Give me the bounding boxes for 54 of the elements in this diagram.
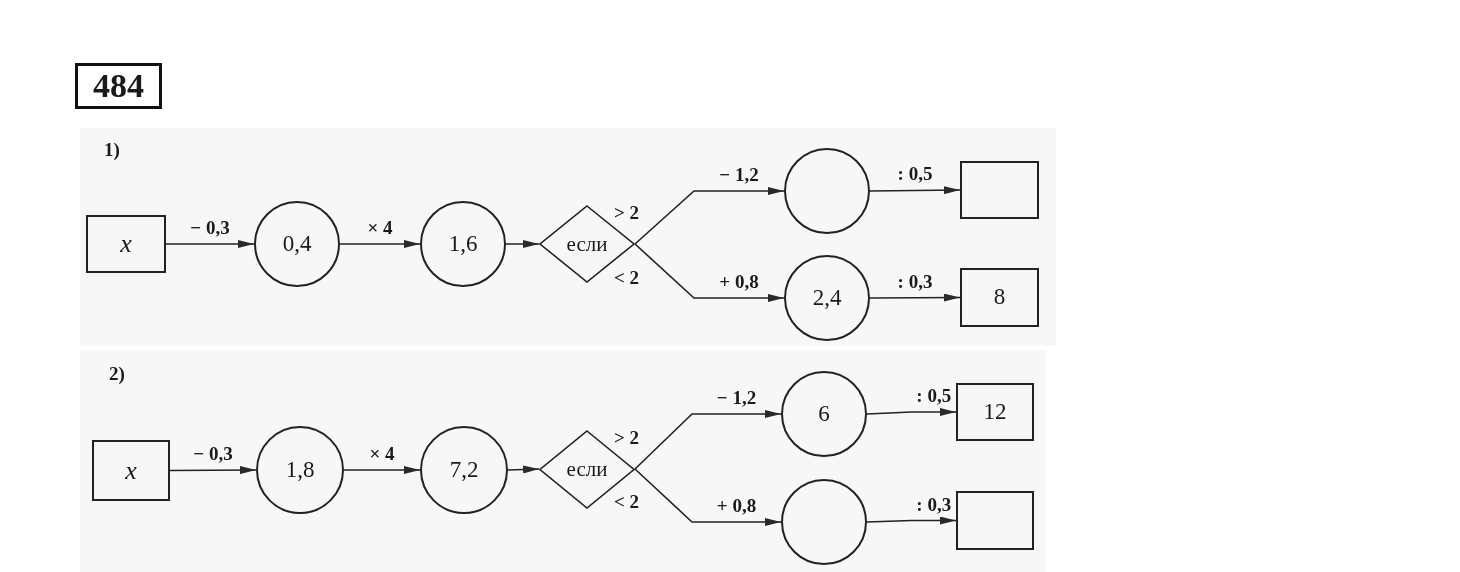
value-box <box>86 215 166 273</box>
arrow <box>339 240 421 248</box>
arrow <box>505 240 540 248</box>
value-circle <box>784 255 870 341</box>
node-value: 2,4 <box>812 285 842 311</box>
operation-label: + 0,8 <box>717 272 761 292</box>
value-circle <box>420 201 506 287</box>
node-value: 7,2 <box>449 457 479 483</box>
value-box <box>960 161 1039 219</box>
arrow <box>866 408 957 416</box>
node-value: 1,6 <box>448 231 478 257</box>
operation-label: : 0,5 <box>914 386 954 406</box>
value-circle <box>784 148 870 234</box>
operation-label: − 1,2 <box>714 388 759 408</box>
operation-label: − 1,2 <box>717 165 761 185</box>
operation-label: − 0,3 <box>188 218 232 238</box>
part-number: 2) <box>109 364 125 384</box>
value-circle <box>254 201 340 287</box>
arrow <box>634 410 782 470</box>
operation-label: + 0,8 <box>714 496 759 516</box>
arrow <box>869 186 961 195</box>
operation-label: − 0,3 <box>191 444 235 464</box>
value-box <box>956 491 1034 550</box>
value-box <box>956 383 1034 441</box>
arrow <box>165 240 255 248</box>
condition-text: если <box>566 457 608 480</box>
part-number: 1) <box>104 140 120 160</box>
arrow <box>634 187 785 245</box>
node-value: 6 <box>818 401 830 427</box>
arrow <box>169 466 257 475</box>
condition-label: < 2 <box>614 492 640 512</box>
value-circle <box>781 371 867 457</box>
exercise-number: 484 <box>75 63 162 109</box>
node-value: 1,8 <box>285 457 315 483</box>
arrow <box>507 465 540 474</box>
arrow <box>866 516 957 525</box>
arrow <box>634 468 782 526</box>
value-circle <box>256 426 344 514</box>
node-value: 12 <box>983 399 1007 425</box>
value-box <box>960 268 1039 327</box>
value-circle <box>420 426 508 514</box>
arrow <box>634 243 785 302</box>
value-box <box>92 440 170 501</box>
variable-name: x <box>120 230 132 258</box>
condition-label: > 2 <box>614 428 640 448</box>
variable-name: x <box>125 456 137 485</box>
value-circle <box>781 479 867 565</box>
condition-label: < 2 <box>614 268 640 288</box>
condition-text: если <box>566 232 608 255</box>
node-value: 0,4 <box>282 231 312 257</box>
arrow <box>343 466 421 474</box>
condition-label: > 2 <box>614 203 640 223</box>
arrow <box>869 293 961 302</box>
node-value: 8 <box>993 285 1006 310</box>
